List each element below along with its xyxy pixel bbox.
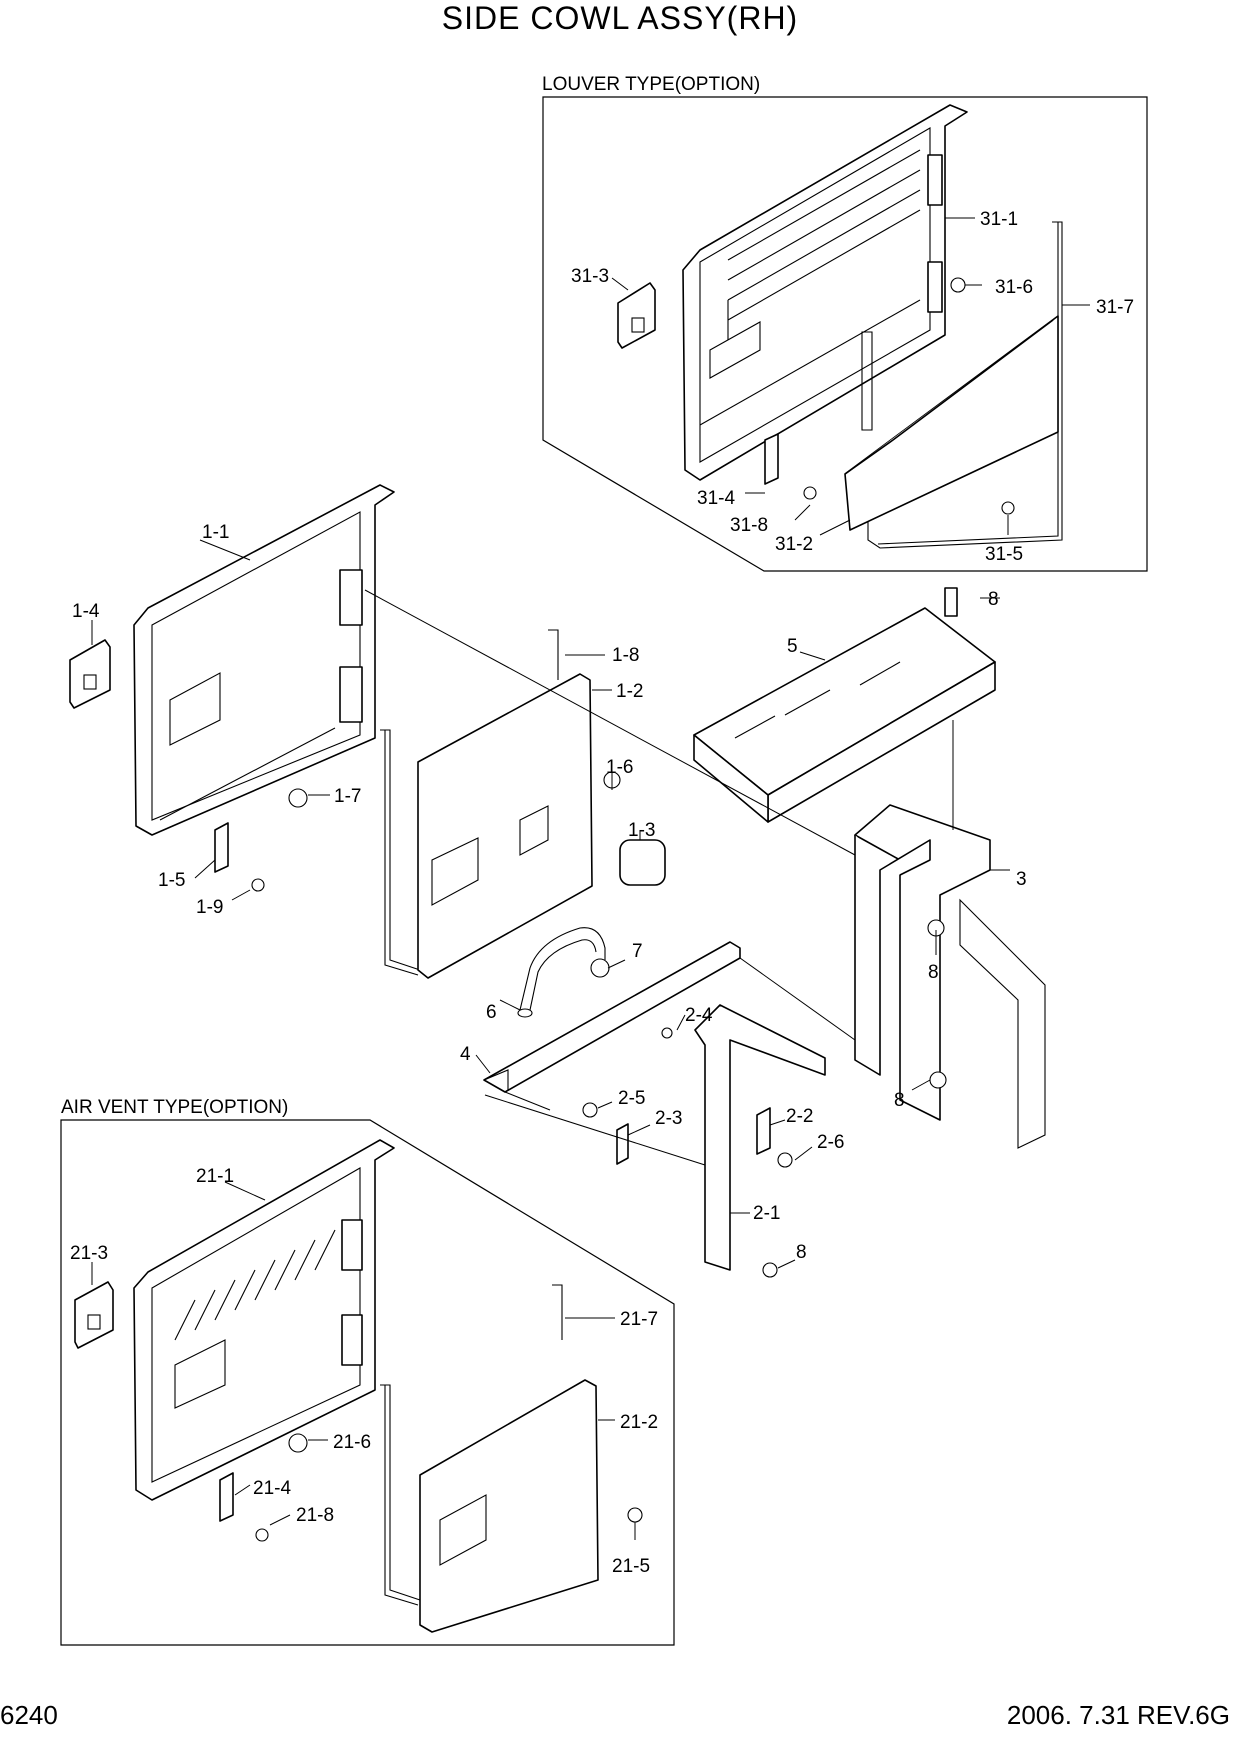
- page-title: SIDE COWL ASSY(RH): [441, 0, 799, 36]
- callout-31-6: 31-6: [995, 277, 1033, 298]
- bracket-2-1: [694, 1004, 826, 1271]
- cap-21-5-icon: [627, 1507, 643, 1523]
- callout-2-1: 2-1: [753, 1203, 780, 1224]
- callout-31-3: 31-3: [571, 266, 609, 287]
- revision-date: 2006. 7.31 REV.6G: [1006, 1700, 1230, 1730]
- air-vent-type-group: AIR VENT TYPE(OPTION): [60, 1097, 675, 1646]
- louver-section-frame: [542, 96, 1148, 572]
- callout-31-4: 31-4: [697, 488, 735, 509]
- bracket-2-2-icon: [756, 1107, 771, 1155]
- air-vent-section-frame: [60, 1119, 675, 1646]
- callout-6: 6: [486, 1002, 497, 1023]
- callout-21-8: 21-8: [296, 1505, 334, 1526]
- bolt-8-low-icon: [929, 1071, 947, 1089]
- bolt-2-5-icon: [582, 1102, 598, 1118]
- grommet-31-6-icon: [950, 277, 966, 293]
- bolt-8-bottom-icon: [762, 1262, 778, 1278]
- plate-5: [693, 607, 996, 823]
- door-1-1: [133, 484, 395, 836]
- bolt-2-6-icon: [777, 1152, 793, 1168]
- callout-2-2: 2-2: [786, 1106, 813, 1127]
- bracket-1-5-icon: [214, 822, 229, 873]
- grommet-1-7-icon: [288, 788, 308, 808]
- callout-1-6: 1-6: [606, 757, 633, 778]
- bracket-31-4-icon: [764, 433, 779, 485]
- bolt-8-top-icon: [944, 587, 958, 617]
- callout-1-1: 1-1: [202, 522, 229, 543]
- callout-21-7: 21-7: [620, 1309, 658, 1330]
- standard-door-group: 1-1 1-4 1-8 1-2 1-6 1-3 1-7 1-5 1-9: [69, 484, 666, 979]
- callout-21-4: 21-4: [253, 1478, 291, 1499]
- seal-1-8: [380, 629, 559, 976]
- seal-21-7: [380, 1284, 563, 1606]
- callout-8-top: 8: [988, 589, 999, 610]
- louver-door-31-1: [682, 104, 968, 481]
- air-vent-section-label: AIR VENT TYPE(OPTION): [61, 1097, 288, 1118]
- callout-1-2: 1-2: [616, 681, 643, 702]
- panel-1-2: [417, 673, 593, 979]
- callout-2-3: 2-3: [655, 1108, 682, 1129]
- callout-5: 5: [787, 636, 798, 657]
- callout-21-5: 21-5: [612, 1556, 650, 1577]
- latch-1-4: [69, 639, 111, 709]
- callout-21-3: 21-3: [70, 1243, 108, 1264]
- panel-31-2: [844, 315, 1059, 531]
- door-21-1: [133, 1139, 395, 1501]
- page-number: 6240: [0, 1700, 58, 1730]
- latch-31-3: [617, 282, 656, 349]
- callout-1-7: 1-7: [334, 786, 361, 807]
- bolt-31-8-icon: [803, 486, 817, 500]
- callout-31-5: 31-5: [985, 544, 1023, 565]
- callout-31-2: 31-2: [775, 534, 813, 555]
- bracket-21-4-icon: [219, 1472, 234, 1522]
- callout-8-low: 8: [894, 1090, 905, 1111]
- callout-21-6: 21-6: [333, 1432, 371, 1453]
- bracket-group: 8 5 3 8 8 7 6 4 2-4 2-5 2-3 2-2 2-6 2-1 …: [364, 587, 1046, 1278]
- callout-3: 3: [1016, 869, 1027, 890]
- callout-1-3: 1-3: [628, 820, 655, 841]
- handle-6: [517, 927, 606, 1018]
- bolt-21-8-icon: [255, 1528, 269, 1542]
- callout-7: 7: [632, 941, 643, 962]
- louver-section-label: LOUVER TYPE(OPTION): [542, 74, 760, 95]
- callout-31-1: 31-1: [980, 209, 1018, 230]
- grommet-21-6-icon: [288, 1433, 308, 1453]
- callout-8-mid: 8: [928, 962, 939, 983]
- cap-31-5-icon: [1001, 501, 1015, 515]
- callout-21-1: 21-1: [196, 1166, 234, 1187]
- callout-31-7: 31-7: [1096, 297, 1134, 318]
- callout-1-4: 1-4: [72, 601, 100, 622]
- latch-21-3: [74, 1281, 114, 1349]
- callout-2-5: 2-5: [618, 1088, 645, 1109]
- callout-31-8: 31-8: [730, 515, 768, 536]
- callout-2-4: 2-4: [685, 1005, 713, 1026]
- callout-4: 4: [460, 1044, 471, 1065]
- callout-1-5: 1-5: [158, 870, 185, 891]
- bolt-1-9-icon: [251, 878, 265, 892]
- grommet-7-icon: [590, 958, 610, 978]
- bar-4: [483, 941, 741, 1093]
- callout-2-6: 2-6: [817, 1132, 844, 1153]
- cover-1-3-icon: [619, 839, 666, 886]
- callout-21-2: 21-2: [620, 1412, 658, 1433]
- bolt-2-4-icon: [661, 1027, 673, 1039]
- panel-21-2: [419, 1379, 599, 1633]
- callout-1-8: 1-8: [612, 645, 639, 666]
- callout-1-9: 1-9: [196, 897, 223, 918]
- louver-type-group: LOUVER TYPE(OPTION): [542, 74, 1148, 572]
- bracket-2-3-icon: [616, 1123, 629, 1165]
- callout-8-bottom: 8: [796, 1242, 807, 1263]
- bracket-3: [854, 804, 1046, 1149]
